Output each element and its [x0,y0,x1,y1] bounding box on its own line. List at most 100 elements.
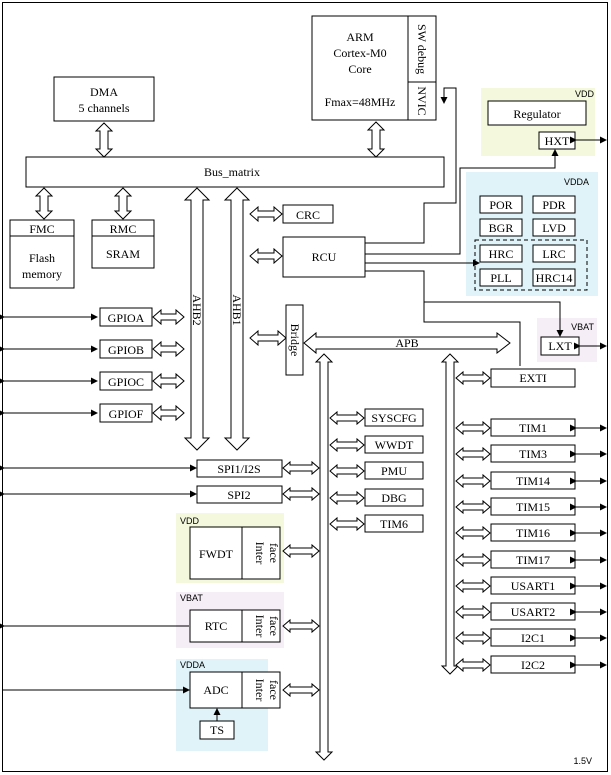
timer-label: I2C1 [521,631,545,645]
gpiof-block [99,403,153,423]
ahb2-bus [183,187,211,451]
timer-label: TIM1 [519,421,547,435]
exti-block [490,368,576,388]
rtc-interface [241,609,281,643]
timer-arrow [455,578,491,594]
fwdt-iface-2: face [267,543,281,563]
exti-label: EXTI [519,371,546,385]
adc-iface-1: Inter [253,679,267,702]
oscillator-group [474,239,588,291]
ahb1-bus [223,187,251,451]
rcu-label: RCU [312,250,337,264]
timer-label: I2C2 [521,658,545,672]
fmc-title: FMC [29,222,54,236]
rtc-iface-2: face [267,616,281,636]
rcu-arrow [249,247,283,265]
dma-bus-arrow [94,122,114,158]
fmc-block [9,219,75,289]
timer-arrow [455,420,491,436]
lxt-label: LXT [548,339,572,353]
adc-label: ADC [203,683,228,697]
tim6-label: TIM6 [380,517,408,531]
crc-label: CRC [296,208,320,222]
version-label: 1.5V [573,756,592,766]
timer-label: TIM15 [516,500,550,514]
por-label: POR [489,198,512,212]
gpioc-label: GPIOC [108,375,144,389]
ts-label: TS [210,723,224,737]
timer-label: TIM16 [516,526,550,540]
fwdt-block [189,526,243,580]
hrc-label: HRC [489,247,514,261]
dma-block [53,76,155,122]
vbat-label: VBAT [571,322,594,332]
timer-label: USART1 [511,579,556,593]
rtc-label: RTC [205,619,228,633]
bridge-arrow [249,329,287,347]
fmc-memory: memory [22,267,62,281]
regulator-block [487,100,587,126]
hxt-label: HXT [545,134,570,148]
timer-arrow [455,630,491,646]
timer-arrow [455,604,491,620]
rtc-domain-label: VBAT [180,593,203,603]
rmc-bus-arrow [113,187,133,220]
pll-label: PLL [490,271,511,285]
timer-group: TIM1TIM3TIM14TIM15TIM16TIM17USART1USART2… [455,418,607,674]
bus-matrix-label: Bus_matrix [204,165,260,179]
timer-arrow [455,525,491,541]
apb-label: APB [395,336,418,350]
gpiof-label: GPIOF [109,407,144,421]
apb-right-branch [440,353,460,675]
fwdt-interface [241,526,281,580]
ahb1-label: AHB1 [230,294,244,325]
bridge-block [285,304,304,376]
rmc-sram: SRAM [106,247,140,261]
wwdt-block [364,435,424,454]
adc-interface [241,671,281,709]
hrc14-label: HRC14 [536,271,573,285]
vdda-label: VDDA [564,177,589,187]
spi2-label: SPI2 [227,488,250,502]
rcu-block [282,236,366,278]
timer-arrow [455,446,491,462]
timer-label: TIM17 [516,553,550,567]
bgr-label: BGR [489,221,514,235]
rtc-block [189,609,243,643]
fmc-flash: Flash [29,251,55,265]
fwdt-label: FWDT [199,547,234,561]
adc-domain-label: VDDA [180,660,205,670]
rtc-iface-1: Inter [253,615,267,638]
apb-left-peripherals: SYSCFG WWDT PMU DBG TIM6 [329,408,424,533]
dbg-label: DBG [381,491,407,505]
fmc-bus-arrow [34,187,54,220]
dma-title: DMA [90,85,118,99]
timer-arrow [455,499,491,515]
nvic-label: NVIC [415,86,429,115]
cpu-fmax: Fmax=48MHz [325,95,396,109]
dma-channels: 5 channels [79,101,130,115]
syscfg-block [364,408,424,427]
cpu-bus-arrow [366,121,386,158]
bridge-label: Bridge [288,324,302,357]
cpu-core: Core [348,62,371,76]
vdd-label: VDD [575,89,595,99]
bus-matrix [25,156,445,188]
apb-left-branch [314,353,334,761]
pmu-block [364,461,424,480]
spi1-block [196,459,283,478]
gpioc-block [99,371,153,391]
pdr-label: PDR [542,198,565,212]
timer-label: TIM14 [516,474,550,488]
gpiob-label: GPIOB [108,343,144,357]
fwdt-iface-1: Inter [253,542,267,565]
rmc-title: RMC [110,222,137,236]
spi1-label: SPI1/I2S [217,462,260,476]
regulator-label: Regulator [513,107,560,121]
fwdt-domain-label: VDD [180,516,200,526]
gpiob-block [99,339,153,359]
lvd-label: LVD [542,221,566,235]
dbg-block [364,488,424,507]
sw-debug-label: SW debug [415,24,429,74]
